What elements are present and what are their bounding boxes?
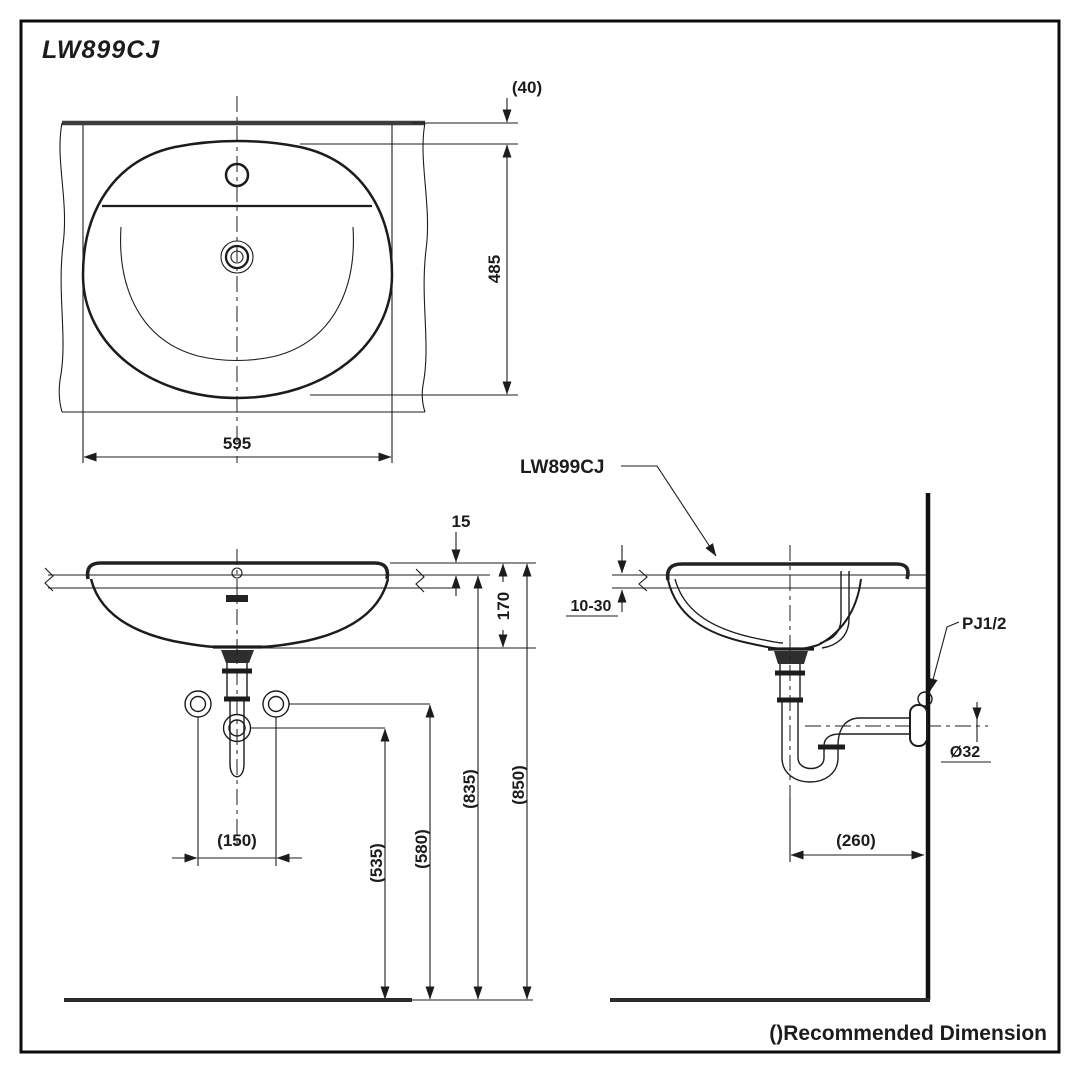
dimension-rim-height: 15 <box>451 512 471 596</box>
side-view: LW899CJ 10-30 PJ1/2 Ø32 (260) <box>520 457 1006 1002</box>
supply-valve-left-inner <box>189 695 207 713</box>
dim-label-580: (580) <box>412 829 431 869</box>
dimension-wall-distance: (260) <box>789 798 925 862</box>
bowl-right-outer <box>796 578 862 650</box>
dim-label-485: 485 <box>485 255 504 283</box>
dimension-pipe-diameter: Ø32 <box>941 702 991 763</box>
top-view: (40) 485 595 <box>58 78 542 463</box>
footnote: ()Recommended Dimension <box>769 1022 1047 1045</box>
dimension-overall-height: (850) <box>509 563 532 1000</box>
dim-label-850: (850) <box>509 765 528 805</box>
bowl-left <box>89 578 219 649</box>
dimension-counter-thickness: 10-30 <box>566 545 627 617</box>
counter-break-left <box>58 122 66 413</box>
dim-label-595: 595 <box>223 434 251 453</box>
basin-wall-inner <box>674 578 784 644</box>
sink-rim <box>85 561 390 580</box>
faucet-hole-front <box>231 567 243 579</box>
dim-label-10-30: 10-30 <box>571 598 612 615</box>
dim-label-170: 170 <box>494 592 513 620</box>
dimension-trap-height: (535) <box>367 728 390 1000</box>
counter-break-right <box>415 568 425 593</box>
dimension-supply-height: (580) <box>412 704 435 1000</box>
supply-valve-right <box>262 690 290 718</box>
dim-label-40: (40) <box>512 78 542 97</box>
page-title: LW899CJ <box>42 36 160 64</box>
dimension-bowl-depth: 170 <box>493 563 513 648</box>
counter-break-right <box>421 122 429 413</box>
dim-label-pj12: PJ1/2 <box>962 614 1006 633</box>
sink-rim-outline <box>81 139 394 400</box>
product-callout: LW899CJ <box>520 457 717 557</box>
dimension-supply-spacing: (150) <box>172 717 302 866</box>
counter-break-left <box>44 567 54 592</box>
supply-valve-left <box>184 690 212 718</box>
tailpipe-upper <box>779 664 801 700</box>
page-border <box>19 19 1061 1054</box>
trap-inner-bend <box>797 746 825 770</box>
sink-rim <box>665 562 910 581</box>
supply-valve-right-inner <box>267 695 285 713</box>
dimension-counter-height: (835) <box>460 575 483 1000</box>
dim-label-o32: Ø32 <box>950 744 980 761</box>
dim-label-150: (150) <box>217 831 257 850</box>
overflow-channel-1 <box>819 571 842 644</box>
dimension-width: 595 <box>83 434 392 462</box>
counter-break <box>638 569 648 592</box>
supply-connection-point <box>917 691 933 707</box>
trap-arm-bottom <box>823 733 913 747</box>
drain-body <box>774 651 808 664</box>
bowl-right <box>257 578 390 649</box>
dim-label-15: 15 <box>452 512 471 531</box>
front-view: 15 170 (835) (850) (580) (535) <box>44 512 536 1002</box>
supply-thread-callout: PJ1/2 <box>928 614 1006 692</box>
tailpipe-end <box>229 763 245 778</box>
dimension-depth: 485 <box>310 144 518 396</box>
trap-arm-top <box>837 717 913 747</box>
basin-wall-outer <box>667 579 786 650</box>
wall-flange <box>909 704 928 747</box>
drain-body <box>221 650 254 663</box>
dimension-front-offset: (40) <box>300 78 542 145</box>
dim-label-535: (535) <box>367 843 386 883</box>
dim-label-835: (835) <box>460 769 479 809</box>
dim-label-260: (260) <box>836 831 876 850</box>
trap-outer-bend <box>781 746 839 783</box>
overflow-channel-2 <box>821 571 850 649</box>
overflow-slot <box>226 595 248 602</box>
product-label: LW899CJ <box>520 457 604 478</box>
tailpipe-lower <box>781 700 799 758</box>
